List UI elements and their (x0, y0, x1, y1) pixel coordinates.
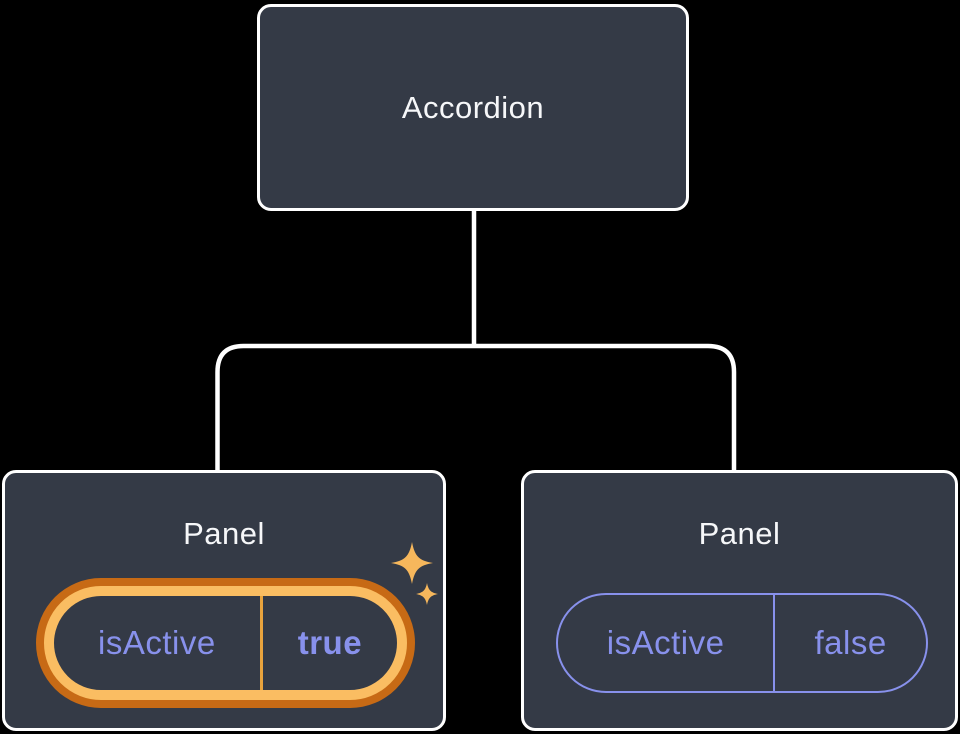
node-accordion-label: Accordion (401, 89, 545, 125)
node-panel-active-label: Panel (183, 516, 265, 551)
state-prop-name: isActive (98, 624, 216, 661)
pill-divider (259, 596, 263, 690)
node-panel-inactive: Panel isActive false (521, 470, 958, 731)
state-prop-value: false (814, 624, 887, 661)
connector-bracket (215, 343, 737, 473)
state-prop-name: isActive (606, 624, 725, 661)
sparkle-small-icon (416, 583, 438, 605)
state-pill-inactive: isActive false (556, 593, 928, 693)
node-panel-inactive-label: Panel (698, 516, 781, 551)
node-panel-active: Panel isActive true (2, 470, 446, 731)
state-pill-active: isActive true (36, 578, 415, 708)
state-prop-value: true (297, 624, 363, 661)
sparkle-stars-icon (391, 542, 438, 605)
sparkle-large-icon (391, 542, 433, 584)
state-pill-active-inner: isActive true (44, 586, 407, 700)
pill-divider (773, 595, 776, 691)
node-accordion: Accordion (257, 4, 689, 211)
